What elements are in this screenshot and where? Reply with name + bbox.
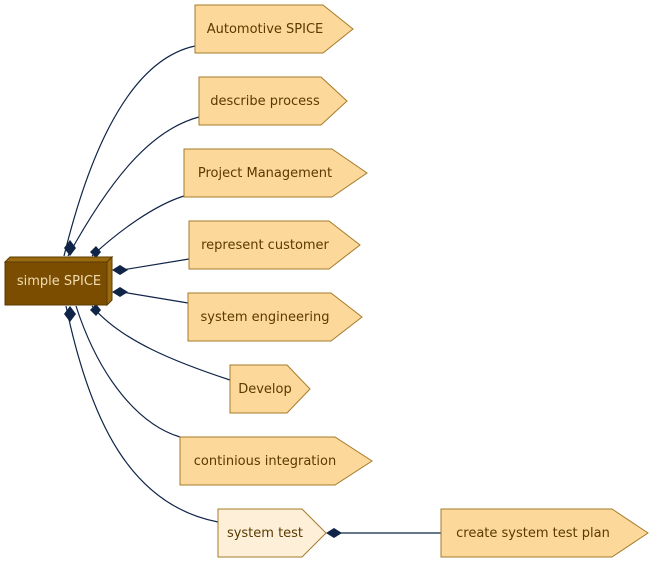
edge-continious-integration	[75, 305, 181, 438]
edge-develop	[91, 305, 231, 381]
root-node-side	[106, 255, 113, 307]
root-node-label: simple SPICE	[17, 274, 101, 289]
diamond-marker	[64, 306, 76, 322]
node-shape	[188, 220, 361, 270]
node-system-engineering[interactable]: system engineering	[187, 292, 363, 342]
node-system-test[interactable]: system test	[217, 508, 327, 558]
diamond-marker	[90, 304, 101, 316]
node-label: continious integration	[194, 454, 336, 469]
node-shape	[440, 508, 649, 558]
node-represent-customer[interactable]: represent customer	[188, 220, 361, 270]
node-shape	[183, 148, 368, 198]
node-shape	[198, 76, 348, 126]
node-label: Develop	[238, 382, 292, 397]
node-shape	[229, 364, 311, 414]
node-shape	[194, 4, 354, 54]
edges	[63, 45, 441, 534]
node-describe-process[interactable]: describe process	[198, 76, 348, 126]
diamond-marker	[112, 265, 128, 275]
root-node-top	[3, 256, 114, 263]
node-shape	[179, 436, 373, 486]
node-continious-integration[interactable]: continious integration	[179, 436, 373, 486]
node-label: describe process	[210, 94, 320, 109]
edge-automotive-spice	[63, 45, 196, 257]
edge-system-engineering	[121, 291, 189, 304]
root-node-body	[4, 261, 108, 306]
node-develop[interactable]: Develop	[229, 364, 311, 414]
diamond-marker	[64, 240, 76, 256]
node-label: Automotive SPICE	[207, 22, 324, 37]
root-node[interactable]: simple SPICE	[3, 255, 114, 307]
node-project-management[interactable]: Project Management	[183, 148, 368, 198]
diamond-marker	[112, 287, 128, 297]
node-create-system-test-plan[interactable]: create system test plan	[440, 508, 649, 558]
node-automotive-spice[interactable]: Automotive SPICE	[194, 4, 354, 54]
node-label: create system test plan	[456, 526, 610, 541]
diamond-marker	[90, 246, 101, 258]
edge-project-management	[91, 195, 185, 257]
node-label: Project Management	[198, 166, 332, 181]
node-label: system test	[227, 526, 303, 541]
node-shape	[187, 292, 363, 342]
node-shape	[217, 508, 327, 558]
node-label: system engineering	[201, 310, 330, 325]
edge-represent-customer	[121, 258, 190, 271]
edge-describe-process	[67, 116, 200, 257]
edge-markers	[64, 240, 342, 538]
diamond-marker	[326, 528, 342, 538]
edge-system-test	[65, 305, 219, 523]
node-label: represent customer	[201, 238, 329, 253]
